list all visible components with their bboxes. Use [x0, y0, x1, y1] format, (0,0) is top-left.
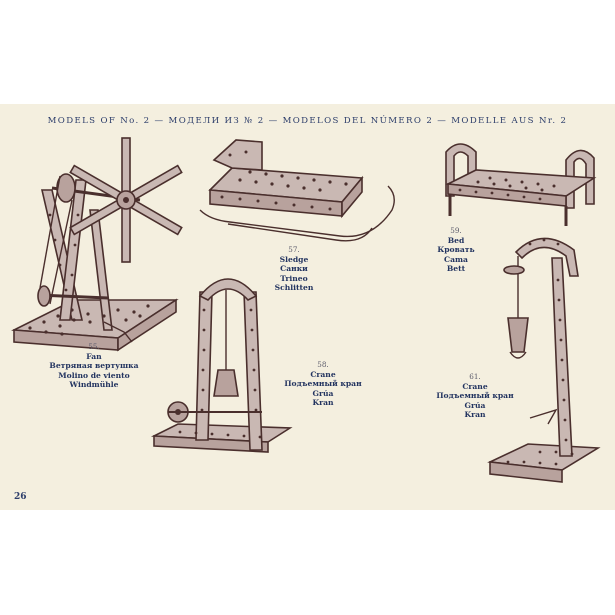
bed-model-illustration — [445, 143, 597, 226]
model-number: 59. — [450, 226, 462, 235]
model-number: 57. — [288, 245, 300, 254]
caption-line: Sledge — [279, 254, 309, 264]
caption-line: Кровать — [437, 245, 475, 255]
caption-line: Crane — [310, 369, 336, 379]
caption-model-58: 58. Crane Подъемный кран Grúa Kran — [268, 360, 378, 408]
model-number: 61. — [469, 372, 481, 381]
caption-model-59: 59. Bed Кровать Cama Bett — [416, 226, 496, 274]
page-header: MODELS OF No. 2 — МОДЕЛИ ИЗ № 2 — MODELO… — [47, 116, 568, 126]
caption-line: Kran — [464, 410, 486, 420]
caption-line: Санки — [280, 264, 308, 274]
caption-line: Kran — [312, 398, 334, 408]
model-number: 55. — [88, 342, 100, 351]
caption-line: Windmühle — [69, 380, 119, 390]
caption-line: Fan — [86, 351, 102, 361]
caption-model-57: 57. Sledge Санки Trineo Schlitten — [254, 245, 334, 293]
caption-line: Crane — [462, 381, 488, 391]
caption-line: Grúa — [464, 400, 486, 410]
caption-model-61: 61. Crane Подъемный кран Grúa Kran — [420, 372, 530, 420]
caption-line: Trineo — [280, 273, 308, 283]
model-number: 58. — [317, 360, 329, 369]
page-number: 26 — [14, 492, 27, 502]
fan-model-illustration — [11, 137, 183, 352]
caption-line: Bett — [446, 264, 466, 274]
caption-line: Grúa — [312, 388, 334, 398]
sledge-model-illustration — [199, 139, 395, 242]
caption-line: Schlitten — [274, 283, 314, 293]
gantry-crane-model-illustration — [150, 278, 293, 453]
jib-crane-model-illustration — [487, 237, 601, 483]
caption-line: Подъемный кран — [284, 379, 362, 389]
caption-line: Подъемный кран — [436, 391, 514, 401]
caption-line: Cama — [444, 254, 468, 264]
caption-model-55: 55. Fan Ветряная вертушка Molino de vien… — [28, 342, 160, 390]
caption-line: Molino de viento — [58, 370, 130, 380]
caption-line: Bed — [447, 235, 465, 245]
caption-line: Ветряная вертушка — [49, 361, 139, 371]
